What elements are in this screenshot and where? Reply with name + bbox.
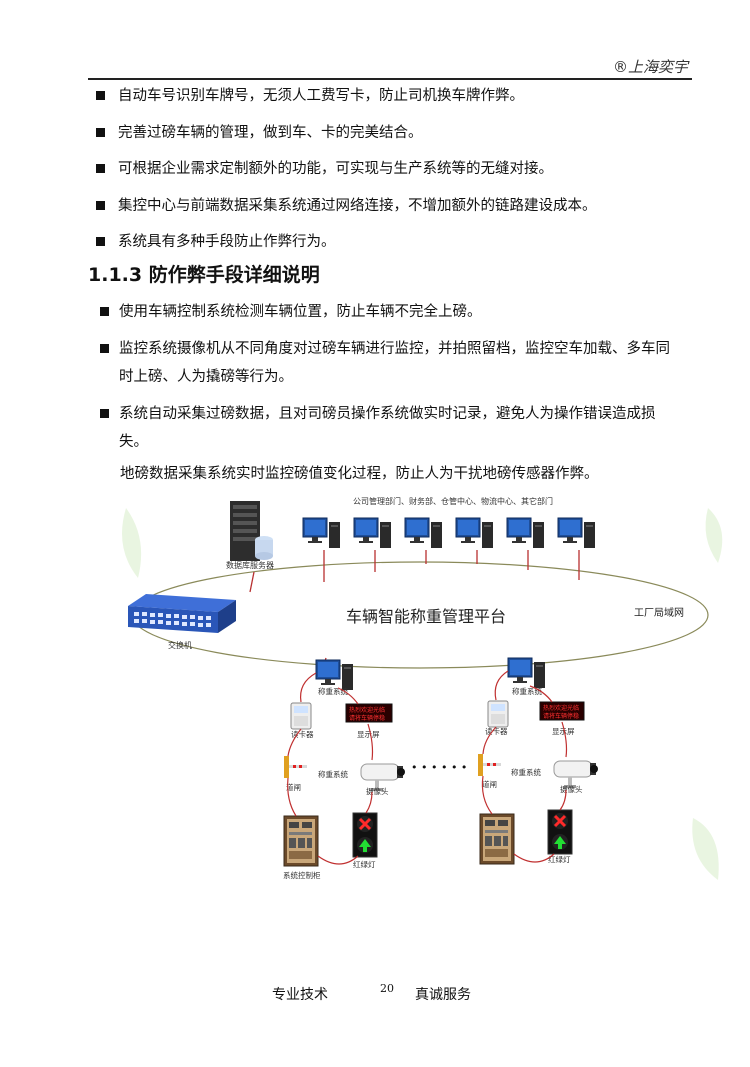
feature-list: 自动车号识别车牌号，无须人工费写卡，防止司机换车牌作弊。 完善过磅车辆的管理，做… [96, 82, 696, 265]
paragraph: 地磅数据采集系统实时监控磅值变化过程，防止人为干扰地磅传感器作弊。 [120, 466, 599, 482]
camera-label: 摄像头 [560, 784, 583, 794]
traffic-light-icon [351, 811, 379, 859]
svg-text:热烈欢迎光临: 热烈欢迎光临 [349, 706, 385, 714]
weighing-station-right: 称重系统 读卡器 热烈欢迎光临 请将车辆停稳 显示屏 道闸 称重系统 摄像头 红… [478, 657, 599, 865]
weighing-system-label: 称重系统 [318, 769, 348, 779]
system-diagram: 车辆智能称重管理平台 工厂局域网 数据库服务器 公司管理部门、财务部、仓管中心、… [118, 488, 730, 886]
svg-text:请将车辆停稳: 请将车辆停稳 [349, 714, 385, 722]
camera-label: 摄像头 [366, 786, 389, 796]
bullet-square-icon [96, 164, 105, 173]
list-item: 自动车号识别车牌号，无须人工费写卡，防止司机换车牌作弊。 [96, 82, 696, 110]
gate-label: 道闸 [482, 779, 497, 789]
list-item: 系统具有多种手段防止作弊行为。 [96, 228, 696, 256]
weighing-system-label: 称重系统 [318, 686, 348, 696]
ellipsis-dots: • • • • • • [411, 761, 467, 774]
weighing-system-label: 称重系统 [511, 767, 541, 777]
weighing-system-label: 称重系统 [512, 686, 542, 696]
svg-text:请将车辆停稳: 请将车辆停稳 [543, 712, 579, 720]
gate-label: 道闸 [286, 782, 301, 792]
page-footer: 专业技术 20 真诚服务 [0, 982, 750, 1008]
footer-right-text: 真诚服务 [415, 987, 471, 1003]
list-item: 监控系统摄像机从不同角度对过磅车辆进行监控，并拍照留档，监控空车加载、多车同时上… [100, 335, 680, 391]
section-heading: 1.1.3 防作弊手段详细说明 [88, 260, 320, 287]
traffic-light-label: 红绿灯 [353, 859, 376, 869]
list-item-text: 集控中心与前端数据采集系统通过网络连接，不增加额外的链路建设成本。 [118, 197, 597, 214]
card-reader-label: 读卡器 [485, 726, 508, 736]
svg-text:热烈欢迎光临: 热烈欢迎光临 [543, 704, 579, 712]
lan-label: 工厂局域网 [634, 606, 684, 619]
list-item-text: 完善过磅车辆的管理，做到车、卡的完美结合。 [118, 124, 423, 141]
anti-cheat-list: 使用车辆控制系统检测车辆位置，防止车辆不完全上磅。 监控系统摄像机从不同角度对过… [100, 298, 680, 465]
list-item: 系统自动采集过磅数据，且对司磅员操作系统做实时记录，避免人为操作错误造成损失。 [100, 400, 680, 456]
list-item: 使用车辆控制系统检测车辆位置，防止车辆不完全上磅。 [100, 298, 680, 326]
leaf-watermark-icon [122, 508, 723, 880]
footer-left-text: 专业技术 [272, 987, 328, 1003]
switch-icon [128, 594, 236, 633]
database-server-icon [230, 501, 273, 561]
card-reader-icon [487, 700, 509, 728]
bullet-square-icon [100, 344, 109, 353]
led-display-icon: 热烈欢迎光临 请将车辆停稳 [539, 701, 585, 721]
header-rule [88, 78, 692, 80]
section-number: 1.1.3 [88, 264, 143, 286]
display-screen-label: 显示屏 [357, 730, 380, 739]
db-server-label: 数据库服务器 [226, 560, 274, 570]
card-reader-icon [290, 702, 312, 730]
card-reader-label: 读卡器 [291, 729, 314, 739]
control-cabinet-icon [283, 815, 319, 867]
control-cabinet-icon [479, 813, 515, 865]
list-item-text: 使用车辆控制系统检测车辆位置，防止车辆不完全上磅。 [119, 304, 482, 320]
traffic-light-label: 红绿灯 [548, 854, 571, 864]
section-title: 防作弊手段详细说明 [148, 264, 320, 286]
bullet-square-icon [100, 409, 109, 418]
platform-label: 车辆智能称重管理平台 [346, 607, 506, 626]
control-cabinet-label: 系统控制柜 [283, 870, 321, 880]
led-display-icon: 热烈欢迎光临 请将车辆停稳 [345, 703, 393, 723]
list-item-text: 自动车号识别车牌号，无须人工费写卡，防止司机换车牌作弊。 [118, 88, 524, 104]
traffic-light-icon [546, 808, 574, 856]
list-item: 集控中心与前端数据采集系统通过网络连接，不增加额外的链路建设成本。 [96, 192, 696, 220]
display-screen-label: 显示屏 [552, 727, 575, 736]
switch-label: 交换机 [168, 640, 192, 650]
brand-logo-text: ®上海奕宇 [612, 58, 688, 76]
list-item: 完善过磅车辆的管理，做到车、卡的完美结合。 [96, 119, 696, 147]
bullet-square-icon [96, 91, 105, 100]
bullet-square-icon [96, 127, 105, 137]
weighing-station-left: 称重系统 读卡器 热烈欢迎光临 请将车辆停稳 显示屏 道闸 称重系统 摄像头 系… [283, 657, 406, 880]
bullet-square-icon [100, 307, 109, 316]
page-number: 20 [380, 982, 394, 995]
list-item-text: 系统自动采集过磅数据，且对司磅员操作系统做实时记录，避免人为操作错误造成损失。 [119, 406, 656, 450]
list-item: 可根据企业需求定制额外的功能，可实现与生产系统等的无缝对接。 [96, 155, 696, 183]
bullet-square-icon [96, 237, 105, 246]
list-item-text: 监控系统摄像机从不同角度对过磅车辆进行监控，并拍照留档，监控空车加载、多车同时上… [119, 341, 670, 385]
departments-label: 公司管理部门、财务部、仓管中心、物流中心、其它部门 [353, 496, 553, 506]
list-item-text: 系统具有多种手段防止作弊行为。 [118, 234, 336, 250]
bullet-square-icon [96, 200, 105, 210]
list-item-text: 可根据企业需求定制额外的功能，可实现与生产系统等的无缝对接。 [118, 161, 553, 177]
